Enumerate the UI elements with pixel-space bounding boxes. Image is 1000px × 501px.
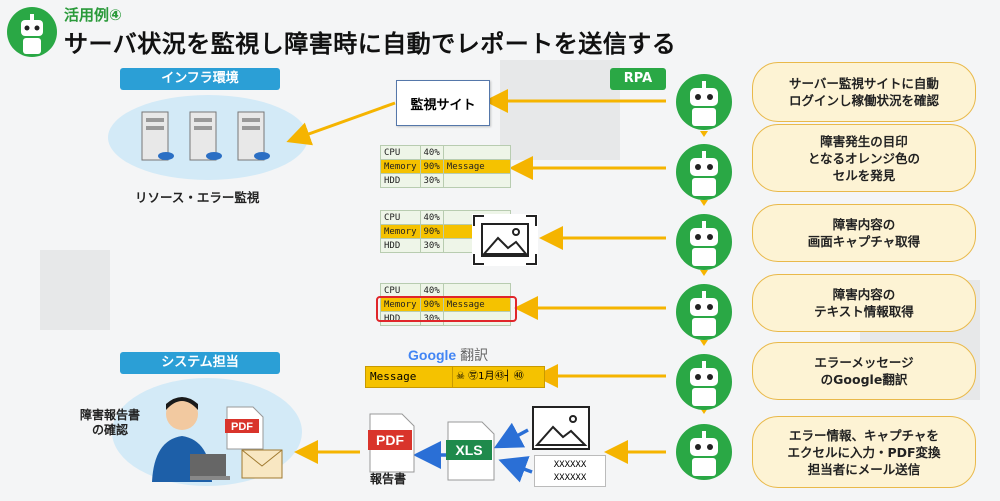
system-label: システム担当 <box>120 352 280 374</box>
translate-source: Message <box>365 366 453 388</box>
step-bubble-5: エラーメッセージ のGoogle翻訳 <box>752 342 976 400</box>
pdf-file-text: PDF <box>231 421 253 433</box>
capture-image-icon <box>472 214 538 266</box>
step-bubble-2: 障害発生の目印 となるオレンジ色の セルを発見 <box>752 124 976 192</box>
header-robot-icon <box>7 7 57 57</box>
step-bubble-3: 障害内容の 画面キャプチャ取得 <box>752 204 976 262</box>
text-sheet: XXXXXX XXXXXX <box>534 455 606 487</box>
google-service: 翻訳 <box>460 347 489 363</box>
step-bubble-1: サーバー監視サイトに自動 ログインし稼働状況を確認 <box>752 62 976 122</box>
google-logo: Google <box>408 347 457 363</box>
pdf-report-icon: PDF <box>368 413 415 473</box>
step-bubble-6: エラー情報、キャプチャを エクセルに入力・PDF変換 担当者にメール送信 <box>752 416 976 488</box>
header-subtitle: 活用例④ <box>64 6 122 24</box>
pdf-report-text: PDF <box>376 432 404 448</box>
infra-caption: リソース・エラー監視 <box>135 190 260 205</box>
pdf-file-icon: PDF <box>225 406 264 450</box>
server-icons <box>141 111 270 161</box>
person-caption: 障害報告書 の確認 <box>80 408 141 437</box>
xls-file-icon: XLS <box>446 421 495 481</box>
report-label: 報告書 <box>370 472 407 486</box>
monitor-site-label: 監視サイト <box>410 97 476 113</box>
infra-label: インフラ環境 <box>120 68 280 90</box>
error-row-highlight <box>376 296 517 322</box>
person-icon <box>152 397 230 482</box>
rpa-robots <box>676 74 732 480</box>
rpa-label: RPA <box>610 68 666 90</box>
xls-file-text: XLS <box>455 442 482 458</box>
capture-thumb-icon <box>532 406 590 450</box>
mail-icon <box>241 449 283 479</box>
translate-result: ☠ ㊢1月㊸┤ ㊵ <box>452 366 545 388</box>
header-title: サーバ状況を監視し障害時に自動でレポートを送信する <box>64 30 677 58</box>
google-translate-brand: Google 翻訳 <box>408 345 488 365</box>
monitor-site-box: 監視サイト <box>396 80 490 126</box>
step-bubble-4: 障害内容の テキスト情報取得 <box>752 274 976 332</box>
